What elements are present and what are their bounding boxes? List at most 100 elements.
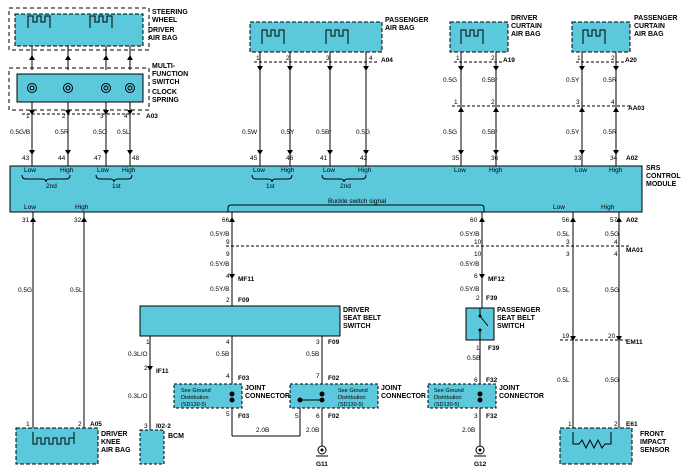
em11-pin-20: 20 (608, 333, 616, 340)
low-label: Low (454, 167, 466, 174)
driver-airbag-squib-2-icon (89, 15, 113, 28)
aa03-pin-2: 2 (491, 99, 495, 106)
pin-36: 36 (491, 155, 499, 162)
f09-pin-4: 4 (226, 339, 230, 346)
f02-note-2: Distribution (338, 395, 366, 401)
mf12-pin-6: 6 (474, 273, 478, 280)
wire-05b-3: 0.5B (467, 355, 480, 362)
switch-contact-icon (478, 308, 489, 340)
if11-pin-2: 2 (144, 365, 148, 372)
em11-arrows (570, 336, 622, 341)
pin-57: 57 (610, 217, 618, 224)
ma01-pin-10b: 10 (474, 251, 482, 258)
wire-05g: 0.5G (356, 129, 370, 136)
f03-node-2 (229, 397, 235, 403)
ma01-pin-4b: 4 (614, 251, 618, 258)
joint-connector-f32 (427, 383, 497, 409)
a05-pin-1: 1 (26, 421, 30, 428)
mf11-pin-4: 4 (226, 273, 230, 280)
f32-node-2 (477, 397, 483, 403)
wire-03lo-2: 0.3L/O (128, 393, 148, 400)
f03-note-2: Distribution (181, 395, 209, 401)
ma01-pin-9: 9 (226, 239, 230, 246)
wire-pcurtain-05y: 0.5Y (566, 77, 580, 84)
driver-seat-belt-switch (139, 305, 341, 337)
low-label: Low (97, 167, 109, 174)
wire-05r: 0.5R (55, 129, 69, 136)
a20-pin-1: 1 (577, 55, 581, 62)
clock-spring-label-1: CLOCK (152, 89, 177, 96)
pin-47: 47 (94, 155, 102, 162)
wire-curtain-05g-2: 0.5G (443, 129, 457, 136)
multifunction-switch-outline (8, 67, 150, 111)
dsbs-label-2: SEAT BELT (343, 315, 382, 322)
wire-05l: 0.5L (117, 129, 130, 136)
pin-46: 46 (286, 155, 294, 162)
ma01-pin-4: 4 (614, 239, 618, 246)
f09-pin-2: 2 (226, 297, 230, 304)
wire-20b-3: 2.0B (462, 427, 475, 434)
a03-pin-1: 1 (26, 113, 30, 120)
a02-bottom-arrows (30, 217, 622, 222)
a04-pin-2: 2 (286, 55, 290, 62)
passenger-airbag-squib-1-icon (261, 29, 285, 44)
steering-wires (31, 46, 131, 166)
f02-note-1: See Ground (338, 388, 368, 394)
driver-curtain-squib-icon (460, 29, 484, 44)
low-label: Low (323, 167, 335, 174)
ma01-pin-10: 10 (474, 239, 482, 246)
wire-05g-ma01: 0.5G (605, 231, 619, 238)
passenger-curtain-airbag (571, 21, 631, 53)
wire-05gb: 0.5G/B (10, 129, 30, 136)
coil-inner-icon (127, 85, 133, 91)
low-label-bottom: Low (24, 204, 36, 211)
a02-top-arrows (29, 150, 619, 155)
em11-connector: EM11 (626, 339, 643, 346)
resistor-icon (572, 432, 612, 450)
high-label: High (122, 167, 136, 174)
mf11-connector: MF11 (238, 276, 255, 283)
knee-airbag-squib-icon (32, 432, 75, 445)
driver-airbag-squib-1-icon (27, 15, 51, 28)
passenger-curtain-label-2: CURTAIN (634, 23, 665, 30)
f02-pin-5: 5 (295, 413, 299, 420)
wire-05w: 0.5W (242, 129, 258, 136)
multifunction-label-2: FUNCTION (152, 71, 188, 78)
wire-pcurtain-05y-2: 0.5Y (566, 129, 580, 136)
g12-ground-icon (474, 445, 486, 457)
psbs-label-3: SWITCH (497, 323, 525, 330)
wire-05y: 0.5Y (281, 129, 295, 136)
e61-pin-2: 2 (614, 421, 618, 428)
pin-43: 43 (22, 155, 30, 162)
pin-42: 42 (360, 155, 368, 162)
pin-41: 41 (320, 155, 328, 162)
a19-pin-1: 1 (456, 55, 460, 62)
knee-label-2: KNEE (101, 439, 121, 446)
coil-icon (27, 83, 37, 93)
high-label-bottom-2: High (601, 204, 615, 211)
f02-pin-7: 7 (316, 373, 320, 380)
pin-60: 60 (470, 217, 478, 224)
f09-connector-top: F09 (238, 297, 250, 304)
clock-spring (16, 73, 144, 103)
f09-pin-3: 3 (316, 339, 320, 346)
g11-ground-icon (316, 445, 328, 457)
g11-label: G11 (316, 461, 328, 468)
coil-icon (125, 83, 135, 93)
first-label: 1st (266, 183, 275, 190)
second-label: 2nd (340, 183, 351, 190)
passenger-airbag-label-2: AIR BAG (385, 25, 415, 32)
wire-pcurtain-05r-2: 0.5R (603, 129, 617, 136)
low-label: Low (575, 167, 587, 174)
wire-05yb-6: 0.5Y/B (460, 286, 480, 293)
mf12-connector: MF12 (488, 276, 505, 283)
f39-pin-1: 1 (476, 345, 480, 352)
wire-05yb-2: 0.5Y/B (460, 231, 480, 238)
jc3-label-1: JOINT (499, 385, 520, 392)
fis-label-1: FRONT (640, 431, 665, 438)
coil-inner-icon (29, 85, 35, 91)
a03-pin-2: 2 (62, 113, 66, 120)
low-label: Low (24, 167, 36, 174)
if11-arrow (147, 366, 153, 371)
wire-20b-1: 2.0B (256, 427, 269, 434)
